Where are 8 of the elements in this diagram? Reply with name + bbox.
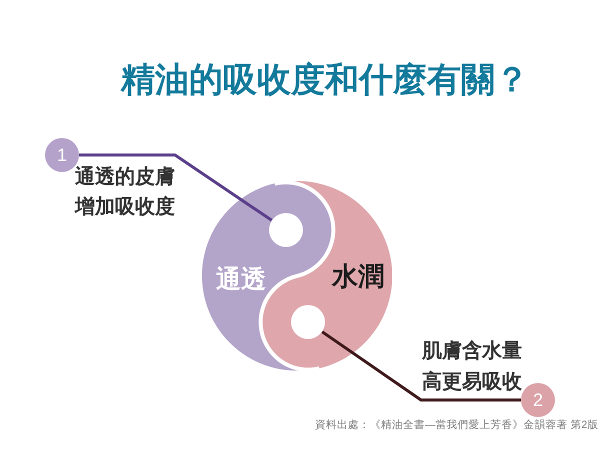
leader-line <box>321 330 521 402</box>
section-label: 通透 <box>216 266 266 294</box>
callout-text: 肌膚含水量高更易吸收 <box>422 339 523 395</box>
section-label: 水潤 <box>332 262 384 292</box>
title: 精油的吸收度和什麼有關？ <box>121 60 529 101</box>
source-note: 資料出處：《精油全書—當我們愛上芳香》金韻蓉著 第2版 <box>315 419 598 433</box>
leader-line <box>79 154 273 222</box>
number-badge: 2 <box>521 383 555 417</box>
